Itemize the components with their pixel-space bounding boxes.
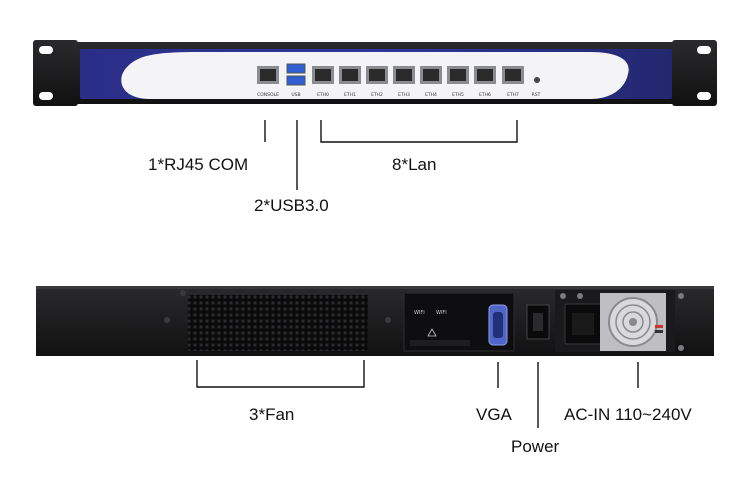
mount-hole [39,92,53,100]
rack-ear-right [672,40,717,106]
warning-icon [427,328,437,337]
wifi-label-2: WIFI [436,310,447,316]
port-label: ETH6 [479,92,491,98]
rj45-socket-inner [396,69,412,81]
lan-label: 8*Lan [392,155,437,174]
front-port-row: CONSOLE USB ETH0 ETH1 ETH2 ETH3 ETH4 ETH5 ETH6 ET… [257,63,541,98]
port-eth4: ETH4 [420,66,442,98]
rack-ear-left [33,40,78,106]
power-switch [533,313,543,331]
port-eth6: ETH6 [474,66,496,98]
vga-port-inner [493,312,503,338]
rear-leaders [196,360,639,428]
rj45-socket-inner [342,69,358,81]
fan-label: 3*Fan [249,405,295,424]
wifi-label-1: WIFI [414,310,425,316]
screw [577,293,583,299]
rj45-socket-inner [315,69,331,81]
ac-in-label: AC-IN 110~240V [564,405,692,424]
port-label: ETH5 [452,92,464,98]
rear-panel: WIFI WIFI [36,286,714,356]
psu-fan-ring [615,304,651,340]
rj45-socket-inner [505,69,521,81]
port-label: CONSOLE [257,92,279,98]
lan-bracket [320,120,518,143]
rear-chassis-top-edge [36,286,714,289]
port-eth2: ETH2 [366,66,388,98]
screw [385,317,391,323]
rj45-com-label: 1*RJ45 COM [148,155,249,174]
front-leaders [264,120,518,190]
screw [560,293,566,299]
mount-hole [697,92,711,100]
port-eth3: ETH3 [393,66,415,98]
port-eth5: ETH5 [447,66,469,98]
port-label: ETH1 [344,92,356,98]
port-label: ETH2 [371,92,383,98]
port-eth7: ETH7 [502,66,524,98]
vga-label: VGA [476,405,512,424]
warning-text-block [410,340,470,346]
psu-fan-hub [629,318,637,326]
psu-wire-black [655,330,663,333]
port-eth1: ETH1 [339,66,361,98]
port-label: ETH3 [398,92,410,98]
port-label: ETH7 [507,92,519,98]
usb-label: 2*USB3.0 [254,196,329,215]
rj45-socket-inner [260,69,276,81]
port-label: USB [291,92,300,98]
power-label: Power [511,437,560,456]
port-label: ETH4 [425,92,437,98]
reset-button [534,77,540,83]
mount-hole [39,46,53,54]
port-eth0: ETH0 [312,66,334,98]
rj45-socket-inner [369,69,385,81]
fan-bracket [196,360,365,388]
ac-inlet-socket [572,313,594,335]
screw [678,345,684,351]
mount-hole [697,46,711,54]
reset-label: RST [532,92,541,98]
port-usb: USB [286,63,306,98]
psu-wire-red [655,325,663,328]
usb-socket [286,63,306,74]
rj45-socket-inner [450,69,466,81]
rj45-socket-inner [423,69,439,81]
psu-fan-ring [622,311,644,333]
rj45-socket-inner [477,69,493,81]
screw [180,290,186,296]
usb-socket [286,75,306,86]
fan-grille [188,295,368,351]
front-panel: CONSOLE USB ETH0 ETH1 ETH2 ETH3 ETH4 ETH5 ETH6 ET… [33,40,717,106]
screw [164,317,170,323]
port-console: CONSOLE [257,66,279,98]
screw [678,293,684,299]
port-label: ETH0 [317,92,329,98]
